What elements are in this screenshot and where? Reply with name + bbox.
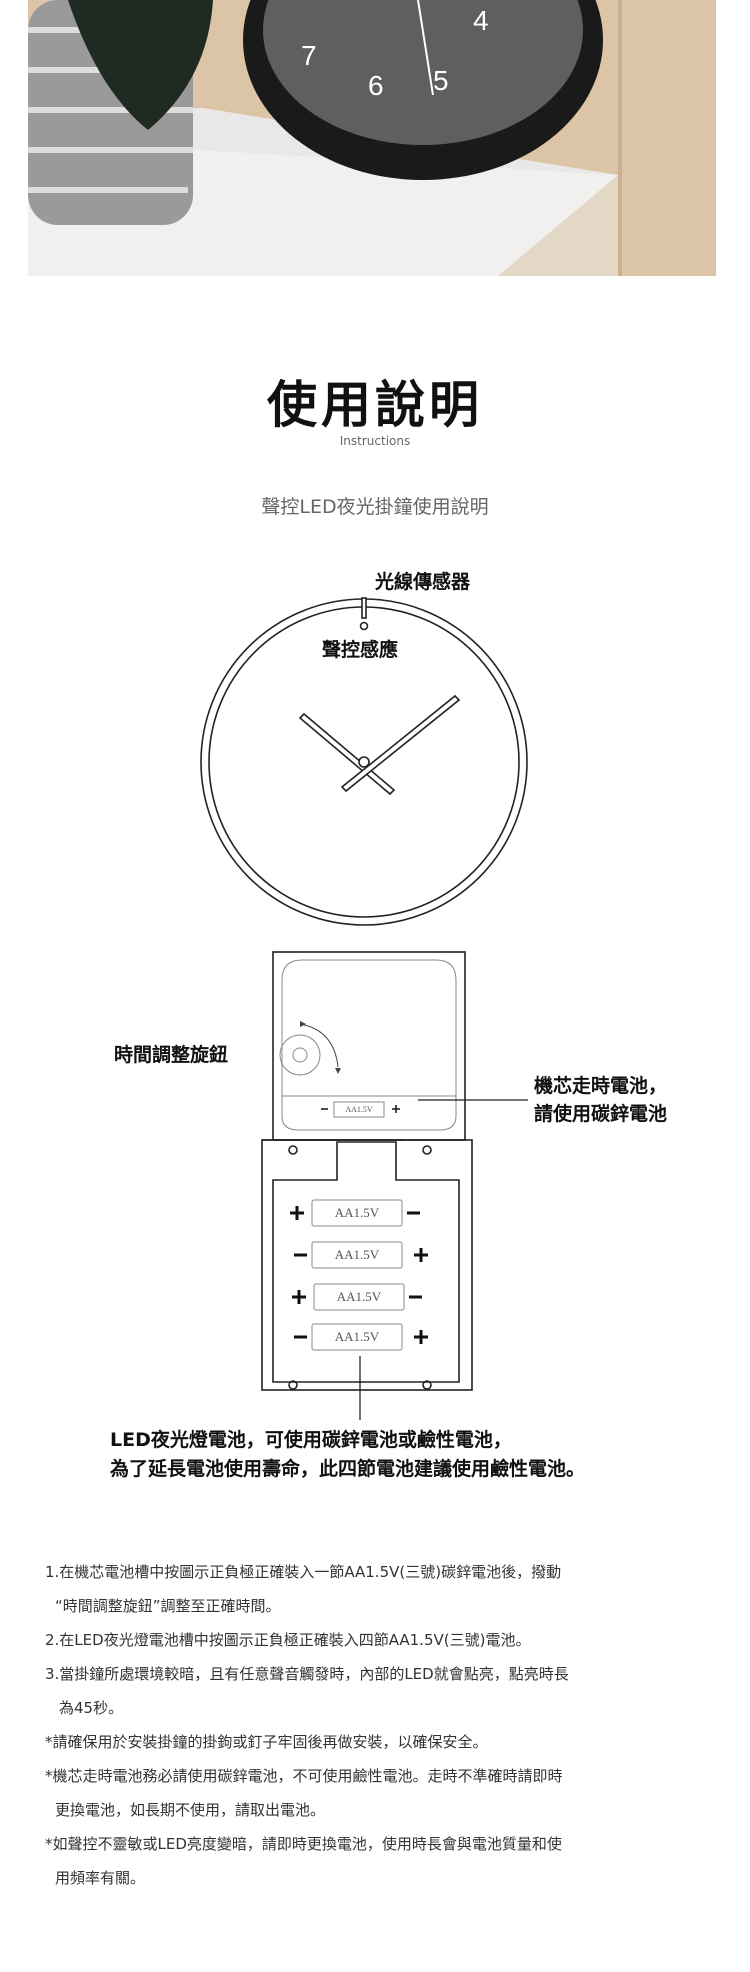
hour-hand: [298, 712, 396, 796]
led-battery-box: [261, 1139, 473, 1391]
battery-1-text: AA1.5V: [334, 1205, 380, 1220]
instruction-line: 更換電池，如長期不使用，請取出電池。: [55, 1801, 326, 1819]
battery-3-text: AA1.5V: [336, 1289, 382, 1304]
instruction-line: 1.在機芯電池槽中按圖示正負極正確裝入一節AA1.5V(三號)碳鋅電池後，撥動: [45, 1563, 562, 1581]
movement-battery-label-1: 機芯走時電池，: [534, 1075, 668, 1097]
battery-3-icon: [313, 1283, 405, 1311]
section-heading: 聲控LED夜光掛鐘使用說明: [261, 496, 489, 518]
instruction-line: *請確保用於安裝掛鐘的掛鉤或釘子牢固後再做安裝，以確保安全。: [45, 1733, 488, 1751]
sound-sensor-icon: [359, 621, 369, 631]
time-knob-label: 時間調整旋鈕: [114, 1044, 229, 1066]
svg-text:6: 6: [368, 70, 384, 101]
instruction-line: 3.當掛鐘所處環境較暗，且有任意聲音觸發時，內部的LED就會點亮，點亮時長: [45, 1665, 569, 1683]
page-subtitle-english: Instructions: [339, 434, 411, 448]
led-battery-note-2: 為了延長電池使用壽命，此四節電池建議使用鹼性電池。: [110, 1458, 586, 1480]
light-sensor-icon: [361, 597, 367, 619]
svg-text:4: 4: [473, 5, 489, 36]
time-adjust-knob-icon: [279, 1034, 321, 1076]
sound-sensor-label: 聲控感應: [322, 639, 399, 661]
battery-4-text: AA1.5V: [334, 1329, 380, 1344]
instruction-line: 為45秒。: [59, 1699, 124, 1717]
led-battery-note-1: LED夜光燈電池，可使用碳鋅電池或鹼性電池，: [110, 1429, 512, 1451]
product-photo: 6 5 7 4: [28, 0, 716, 276]
instruction-line: *如聲控不靈敏或LED亮度變暗，請即時更換電池，使用時長會與電池質量和使: [45, 1835, 562, 1853]
battery-2-text: AA1.5V: [334, 1247, 380, 1262]
instruction-line: 用頻率有關。: [55, 1869, 146, 1887]
battery-4-icon: [311, 1323, 403, 1351]
instruction-line: 2.在LED夜光燈電池槽中按圖示正負極正確裝入四節AA1.5V(三號)電池。: [45, 1631, 531, 1649]
minute-hand: [340, 694, 461, 793]
svg-text:5: 5: [433, 65, 449, 96]
instruction-line: *機芯走時電池務必請使用碳鋅電池，不可使用鹼性電池。走時不準確時請即時: [45, 1767, 563, 1785]
battery-2-icon: [311, 1241, 403, 1269]
movement-battery-text: AA1.5V: [345, 1105, 373, 1114]
instruction-line: “時間調整旋鈕”調整至正確時間。: [55, 1597, 281, 1615]
light-sensor-label: 光線傳感器: [375, 571, 471, 593]
movement-battery-label-2: 請使用碳鋅電池: [534, 1103, 668, 1125]
clock-center-pin: [358, 756, 370, 768]
battery-1-icon: [311, 1199, 403, 1227]
movement-battery-icon: [333, 1101, 385, 1118]
instruction-list: 1.在機芯電池槽中按圖示正負極正確裝入一節AA1.5V(三號)碳鋅電池後，撥動 …: [45, 1555, 725, 1895]
svg-text:7: 7: [301, 40, 317, 71]
clock-photo-illustration: 6 5 7 4: [28, 0, 716, 276]
clock-diagram: [200, 597, 528, 1420]
page-title: 使用說明: [267, 376, 483, 434]
